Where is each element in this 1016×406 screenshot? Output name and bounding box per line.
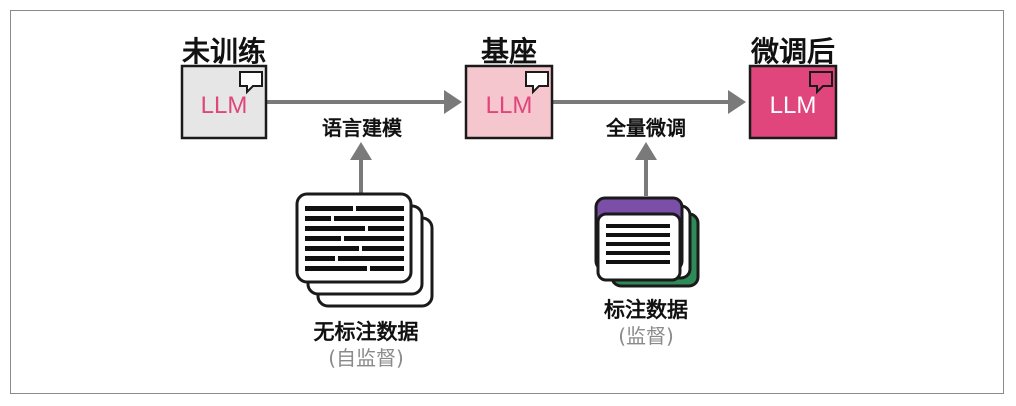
- chat-bubble-icon: [239, 71, 263, 95]
- stage-untrained-box: LLM: [180, 64, 268, 140]
- arrowhead-1: [444, 90, 462, 114]
- labeled-data-sublabel: (监督): [618, 324, 674, 348]
- edge-language-modeling-label: 语言建模: [322, 116, 402, 140]
- stage-untrained-title: 未训练: [181, 35, 266, 68]
- labeled-data-label: 标注数据: [604, 298, 688, 322]
- unlabeled-data-sublabel: (自监督): [328, 346, 404, 370]
- unlabeled-documents-icon: [295, 192, 434, 308]
- stage-base-model: LLM: [486, 92, 533, 119]
- stage-base-box: LLM: [464, 64, 554, 140]
- stage-finetuned-box: LLM: [748, 64, 838, 140]
- stage-finetuned-title: 微调后: [750, 35, 835, 68]
- stage-finetuned-model: LLM: [770, 92, 817, 119]
- arrowhead-3: [350, 142, 372, 160]
- diagram-frame: [10, 10, 1004, 394]
- chat-bubble-icon: [809, 71, 833, 95]
- stage-base-title: 基座: [480, 35, 537, 68]
- stage-untrained-model: LLM: [201, 92, 248, 119]
- chat-bubble-icon: [525, 71, 549, 95]
- arrowhead-4: [635, 142, 657, 160]
- unlabeled-data-label: 无标注数据: [313, 320, 419, 344]
- arrowhead-2: [728, 90, 746, 114]
- edge-full-finetuning-label: 全量微调: [606, 116, 686, 140]
- labeled-documents-icon: [594, 196, 700, 288]
